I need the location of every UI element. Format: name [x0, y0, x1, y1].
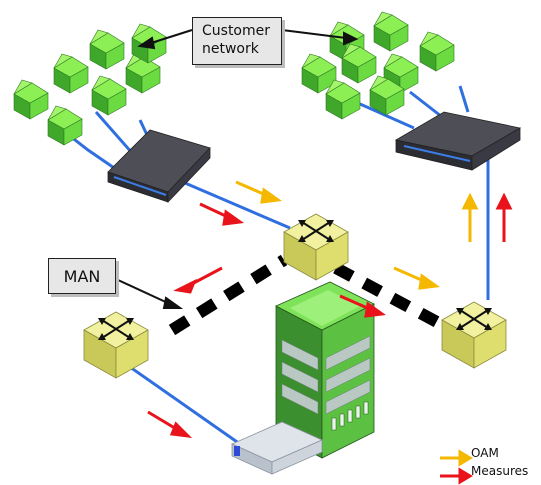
label-pointers [117, 29, 359, 309]
legend-oam-label: OAM [471, 446, 499, 460]
switch-right [441, 301, 507, 369]
switch-left [83, 311, 149, 379]
customer-houses-right [301, 11, 455, 120]
man-link-right [333, 262, 455, 336]
office-building [275, 281, 375, 459]
customer-network-label: Customer network [192, 17, 282, 65]
server-device [231, 421, 323, 475]
legend-measures-label: Measures [471, 464, 529, 478]
man-link-left [168, 254, 288, 336]
man-dashed-links [168, 254, 455, 336]
oam-arrows [235, 180, 479, 467]
customer-network-label-line2: network [202, 41, 259, 57]
link-houses-router-right-c [458, 85, 470, 113]
measures-arrows [147, 192, 513, 485]
router-right [394, 111, 522, 171]
router-left [107, 129, 211, 203]
customer-network-label-line1: Customer [202, 23, 271, 39]
link-switch-left-server [119, 358, 241, 446]
link-router-left-switch-top [184, 181, 291, 230]
man-label: MAN [48, 258, 116, 294]
